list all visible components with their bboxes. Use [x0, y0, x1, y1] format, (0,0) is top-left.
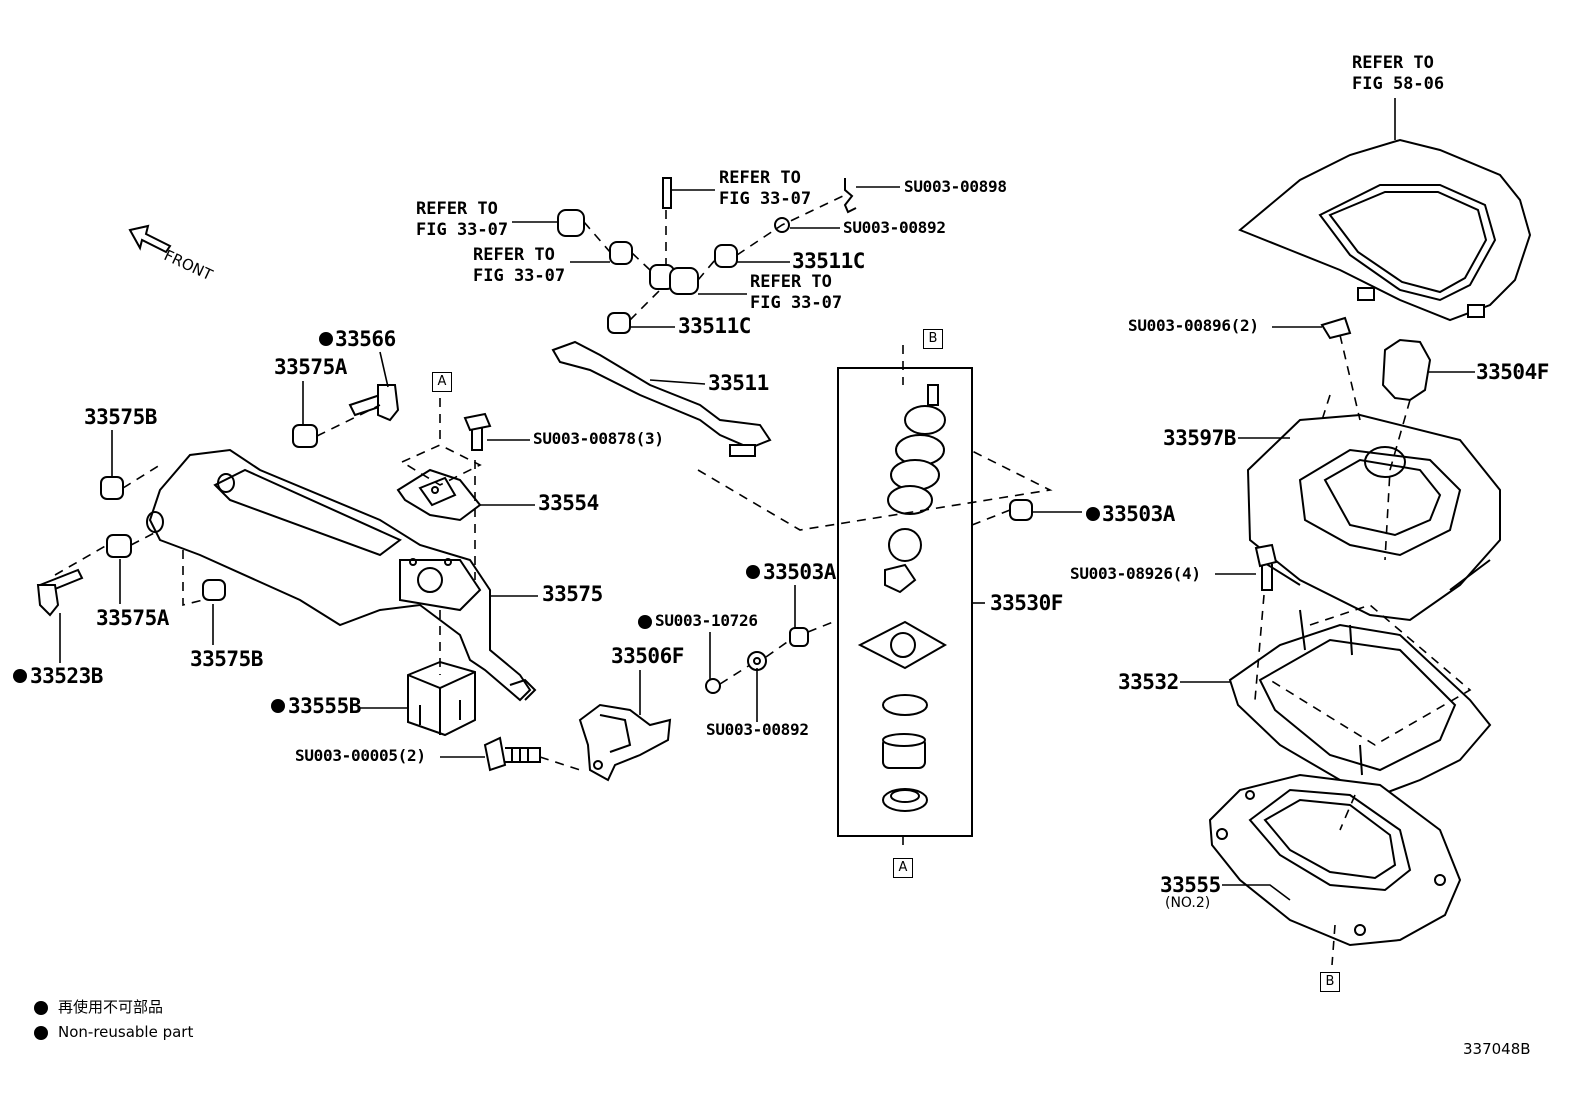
part-label-33503A: 33503A — [763, 560, 836, 584]
part-label-su003-00892: SU003-00892 — [843, 218, 946, 237]
refer-fig-33-07-label: REFER TO FIG 33-07 — [750, 272, 842, 314]
part-sublabel-no2: (NO.2) — [1165, 895, 1211, 911]
bolt-su003-00878 — [465, 414, 490, 450]
legend-line-japanese: 再使用不可部品 — [58, 998, 164, 1016]
non-reusable-dot — [746, 565, 760, 579]
part-label-33504F: 33504F — [1476, 360, 1549, 384]
refer-fig-33-07-label: REFER TO FIG 33-07 — [416, 199, 508, 241]
refer-text: REFER TO FIG 33-07 — [719, 168, 812, 209]
refer-fig-58-06-label: REFER TO FIG 58-06 — [1352, 53, 1444, 95]
bracket-33554 — [398, 470, 480, 520]
refer-text: REFER TO FIG 33-07 — [473, 245, 566, 286]
part-label-33511C: 33511C — [792, 249, 865, 273]
part-label-su003-08926: SU003-08926(4) — [1070, 564, 1201, 583]
part-label-33532: 33532 — [1118, 670, 1179, 694]
part-label-33575B: 33575B — [190, 647, 263, 671]
refer-fig-33-07-label: REFER TO FIG 33-07 — [719, 168, 811, 210]
legend-line-english: Non-reusable part — [58, 1023, 194, 1041]
part-label-33511C: 33511C — [678, 314, 751, 338]
part-label-33511: 33511 — [708, 371, 769, 395]
shift-rod-33511 — [553, 342, 770, 456]
part-label-su003-10726: SU003-10726 — [655, 611, 758, 630]
part-label-su003-00896: SU003-00896(2) — [1128, 316, 1259, 335]
non-reusable-dot — [1086, 507, 1100, 521]
small-bushings-top — [558, 178, 856, 333]
lever-housing-33575 — [147, 450, 535, 700]
section-mark-b: B — [1320, 972, 1340, 992]
part-label-su003-00005: SU003-00005(2) — [295, 746, 426, 765]
non-reusable-dot — [13, 669, 27, 683]
part-label-33575A: 33575A — [96, 606, 169, 630]
bushings-left — [38, 385, 475, 735]
section-mark-b: B — [923, 329, 943, 349]
bracket-33506F — [580, 705, 670, 780]
legend-dot — [34, 1026, 48, 1040]
cap-su003-00896 — [1322, 318, 1350, 338]
assembly-dashed-lines — [55, 195, 1470, 965]
bolt-su003-08926 — [1256, 545, 1276, 590]
part-label-33523B: 33523B — [30, 664, 103, 688]
section-mark-a: A — [893, 858, 913, 878]
leader-lines — [60, 98, 1475, 900]
refer-text: REFER TO FIG 33-07 — [750, 272, 843, 313]
refer-text: REFER TO FIG 33-07 — [416, 199, 509, 240]
part-label-33575B: 33575B — [84, 405, 157, 429]
part-label-su003-00878: SU003-00878(3) — [533, 429, 664, 448]
non-reusable-dot — [638, 615, 652, 629]
part-label-33575: 33575 — [542, 582, 603, 606]
part-label-33555: 33555 — [1160, 873, 1221, 897]
boot-cover-33597B — [1248, 415, 1500, 620]
part-label-33530F: 33530F — [990, 591, 1063, 615]
part-label-su003-00898: SU003-00898 — [904, 177, 1007, 196]
lever-assembly-33530F — [838, 368, 972, 836]
bolt-su003-00005 — [485, 738, 540, 770]
front-arrow-icon — [130, 226, 170, 252]
part-label-33555B: 33555B — [288, 694, 361, 718]
non-reusable-dot — [271, 699, 285, 713]
part-label-33597B: 33597B — [1163, 426, 1236, 450]
part-label-33503A: 33503A — [1102, 502, 1175, 526]
legend-dot — [34, 1001, 48, 1015]
bracket-33532 — [1230, 610, 1490, 795]
boot-33555 — [1210, 775, 1460, 945]
console-panel — [1240, 140, 1530, 320]
non-reusable-dot — [319, 332, 333, 346]
section-mark-a: A — [432, 372, 452, 392]
shift-knob-33504F — [1383, 340, 1430, 400]
figure-code: 337048B — [1463, 1040, 1531, 1058]
part-label-su003-00892: SU003-00892 — [706, 720, 809, 739]
part-label-33566: 33566 — [335, 327, 396, 351]
part-label-33506F: 33506F — [611, 644, 684, 668]
part-label-33554: 33554 — [538, 491, 599, 515]
refer-text: REFER TO FIG 58-06 — [1352, 53, 1445, 94]
refer-fig-33-07-label: REFER TO FIG 33-07 — [473, 245, 565, 287]
part-label-33575A: 33575A — [274, 355, 347, 379]
washers-center — [706, 500, 1032, 693]
